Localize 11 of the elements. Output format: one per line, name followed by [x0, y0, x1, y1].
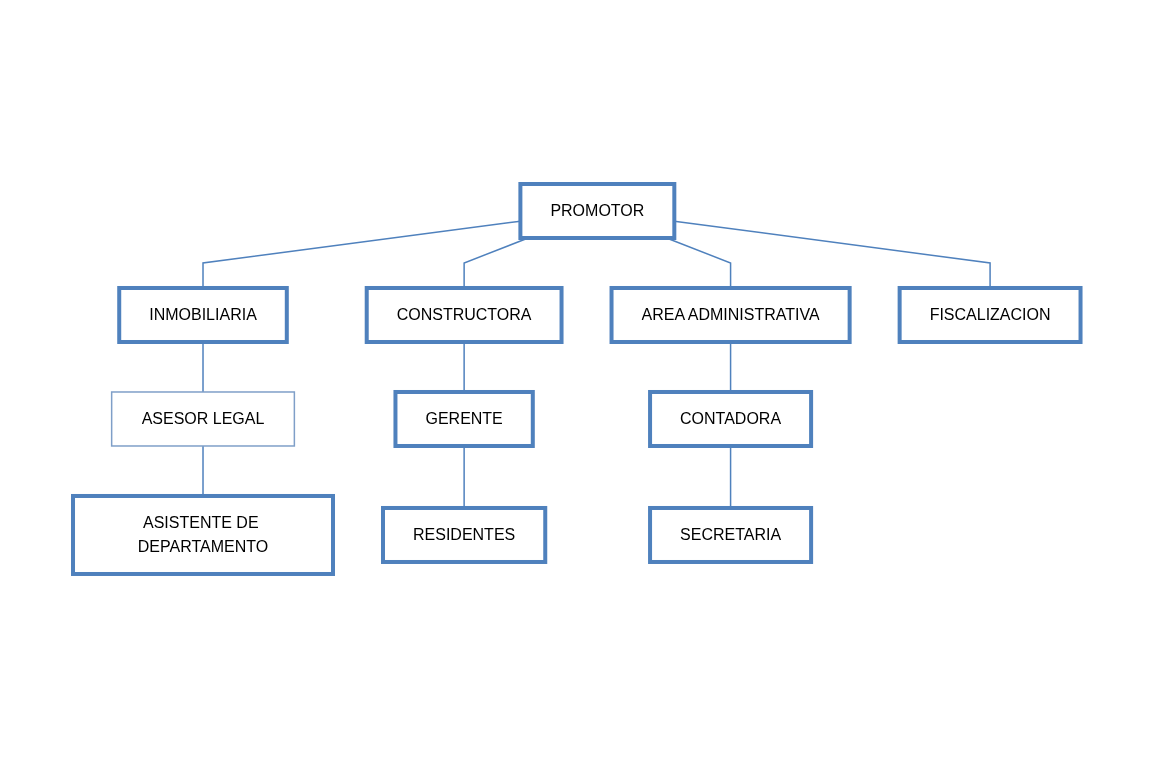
node-box: RESIDENTES: [381, 505, 548, 564]
node-box: FISCALIZACION: [897, 285, 1083, 344]
node-box: CONTADORA: [648, 389, 814, 448]
node-box: CONSTRUCTORA: [364, 285, 564, 344]
node-box: AREA ADMINISTRATIVA: [609, 285, 852, 344]
node-box: GERENTE: [393, 389, 535, 448]
node-box: PROMOTOR: [518, 181, 677, 240]
node-box: ASISTENTE DE DEPARTAMENTO: [71, 493, 336, 576]
node-box: ASESOR LEGAL: [111, 390, 296, 447]
node-box: INMOBILIARIA: [117, 285, 289, 344]
node-box: SECRETARIA: [648, 505, 814, 564]
